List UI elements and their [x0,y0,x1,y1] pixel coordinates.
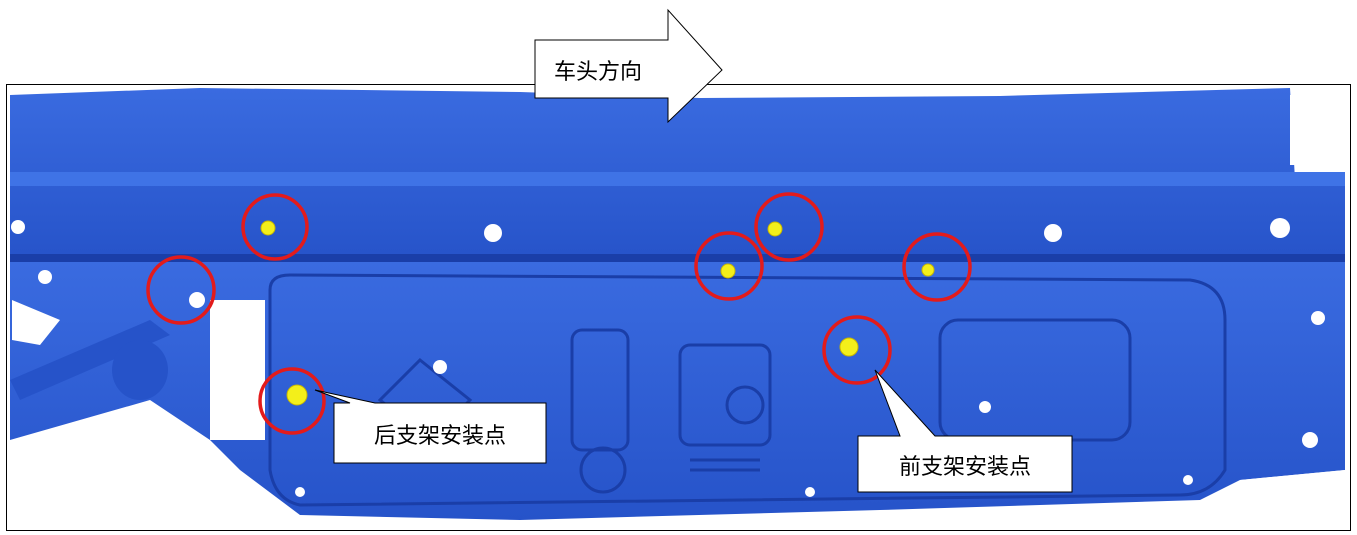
tank-outline [268,273,1227,507]
rear-callout-box [314,389,547,464]
highlight-circle [902,232,972,302]
front-callout-box [857,369,1073,493]
direction-arrow [534,8,723,124]
highlight-circle [694,231,764,301]
highlight-circle [241,193,309,261]
direction-arrow-label: 车头方向 [554,60,642,85]
scan-gaps [10,95,1350,525]
left-arm [10,320,170,400]
front-callout-label: 前支架安装点 [899,455,1031,480]
scan-rail [10,172,1345,186]
highlight-circle [146,255,216,325]
highlight-circle [258,367,326,435]
highlight-circle [822,315,892,385]
highlight-circles [146,192,972,435]
rear-callout-label: 后支架安装点 [374,424,506,449]
mount-bolts [260,220,935,406]
highlight-circle [754,192,824,262]
